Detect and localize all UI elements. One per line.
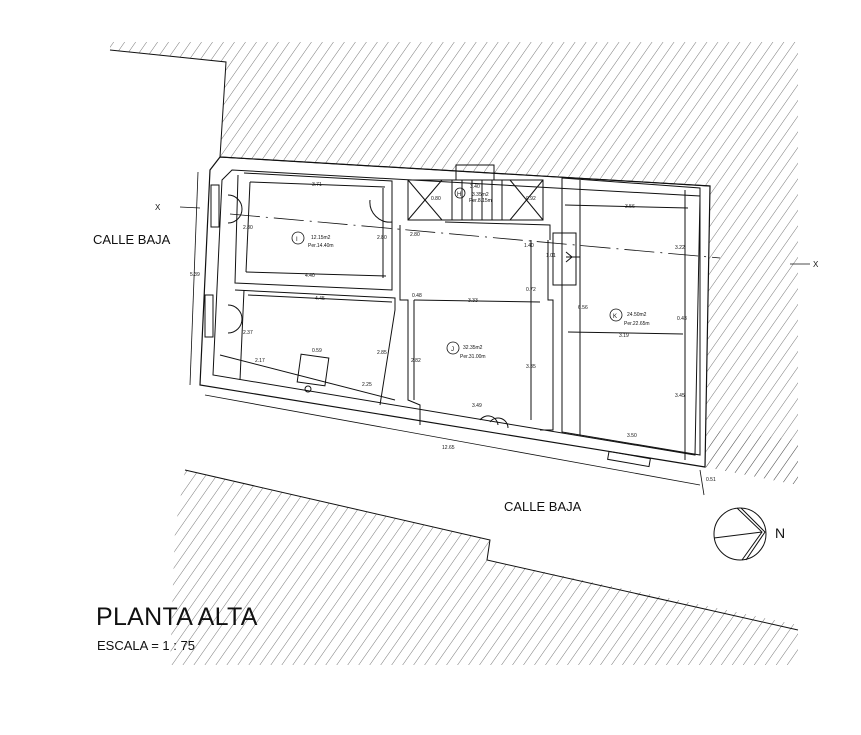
doors <box>204 184 509 429</box>
svg-text:I: I <box>296 237 298 243</box>
building-outline <box>199 156 711 468</box>
room-j <box>399 225 554 431</box>
svg-text:0.72: 0.72 <box>526 287 536 293</box>
svg-text:3.49: 3.49 <box>472 403 482 409</box>
svg-text:0.80: 0.80 <box>431 196 441 202</box>
room-label-i: I 12.15m2 Per.14.40m <box>291 231 334 249</box>
svg-text:4.45: 4.45 <box>315 296 325 302</box>
room-i <box>234 172 393 291</box>
svg-text:3.50: 3.50 <box>627 433 637 439</box>
room-k <box>552 177 701 468</box>
north-label: N <box>775 525 785 541</box>
svg-text:2.80: 2.80 <box>377 235 387 241</box>
svg-text:4.40: 4.40 <box>305 273 315 279</box>
room-lower-left <box>219 289 396 406</box>
adjacent-building-south <box>170 469 799 665</box>
svg-text:Per.31.00m: Per.31.00m <box>460 354 486 360</box>
svg-text:2.37: 2.37 <box>243 330 253 336</box>
svg-text:3.33: 3.33 <box>468 298 478 304</box>
svg-text:J: J <box>451 347 454 353</box>
north-arrow-icon <box>713 507 767 561</box>
svg-text:K: K <box>613 314 617 320</box>
svg-text:1.01: 1.01 <box>546 253 556 259</box>
svg-text:32.35m2: 32.35m2 <box>463 345 483 351</box>
svg-text:3.45: 3.45 <box>675 393 685 399</box>
svg-text:3.40: 3.40 <box>470 184 480 190</box>
svg-text:6.56: 6.56 <box>578 305 588 311</box>
drawing-title: PLANTA ALTA <box>96 603 258 631</box>
svg-text:3.19: 3.19 <box>619 333 629 339</box>
overall-dimension-lines <box>189 171 705 496</box>
svg-text:0.43: 0.43 <box>677 316 687 322</box>
svg-text:Per.22.65m: Per.22.65m <box>624 321 650 327</box>
room-label-j: J 32.35m2 Per.31.00m <box>446 341 486 360</box>
room-label-h: H 3.35m2 Per.8.15m <box>454 187 492 204</box>
svg-text:2.80: 2.80 <box>410 232 420 238</box>
stair-h <box>407 164 551 240</box>
svg-text:2.80: 2.80 <box>243 225 253 231</box>
svg-text:24.50m2: 24.50m2 <box>627 312 647 318</box>
svg-text:3.35m2: 3.35m2 <box>472 192 489 198</box>
room-label-k: K 24.50m2 Per.22.65m <box>609 308 650 327</box>
svg-text:3.56: 3.56 <box>625 204 635 210</box>
svg-text:0.92: 0.92 <box>526 196 536 202</box>
svg-text:2.82: 2.82 <box>411 358 421 364</box>
section-mark-right: X <box>813 260 819 269</box>
svg-text:3.71: 3.71 <box>312 182 322 188</box>
svg-text:3.22: 3.22 <box>675 245 685 251</box>
svg-text:Per.14.40m: Per.14.40m <box>308 243 334 249</box>
svg-text:2.25: 2.25 <box>362 382 372 388</box>
svg-text:0.51: 0.51 <box>706 477 716 483</box>
street-label-south: CALLE BAJA <box>504 499 582 514</box>
svg-text:0.59: 0.59 <box>312 348 322 354</box>
street-label-west: CALLE BAJA <box>93 232 171 247</box>
drawing-scale: ESCALA = 1 : 75 <box>97 638 195 653</box>
svg-text:Per.8.15m: Per.8.15m <box>469 198 492 204</box>
svg-text:H: H <box>457 192 461 198</box>
adjacent-building-north <box>109 42 798 485</box>
adjacent-building-east <box>705 430 798 485</box>
svg-text:2.17: 2.17 <box>255 358 265 364</box>
section-mark-left: X <box>155 203 161 212</box>
dimension-labels: 3.71 4.40 2.80 2.80 3.40 0.80 0.92 2.80 … <box>190 182 716 483</box>
svg-text:5.39: 5.39 <box>190 272 200 278</box>
svg-text:12.65: 12.65 <box>442 445 455 451</box>
svg-text:2.85: 2.85 <box>377 350 387 356</box>
svg-text:12.15m2: 12.15m2 <box>311 235 331 241</box>
svg-text:1.40: 1.40 <box>524 243 534 249</box>
svg-text:0.48: 0.48 <box>412 293 422 299</box>
svg-text:3.35: 3.35 <box>526 364 536 370</box>
